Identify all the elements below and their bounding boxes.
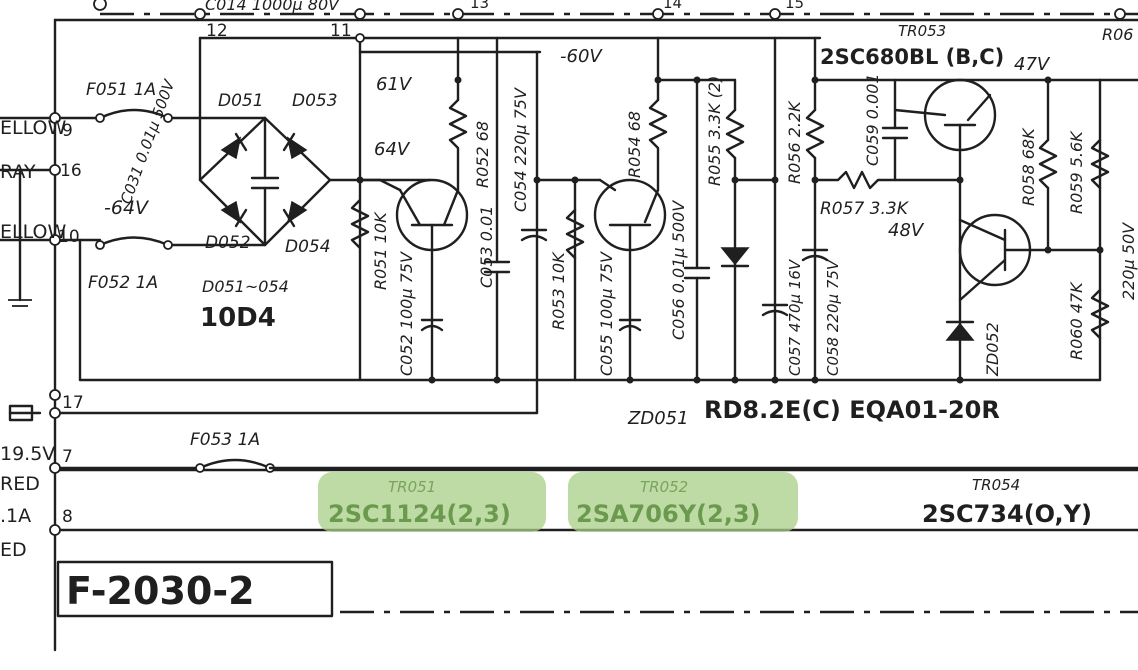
voltage-neg60v-label: -60V xyxy=(560,46,603,67)
tr052-highlight: TR052 2SA706Y(2,3) xyxy=(568,472,798,532)
resistor-r06x-label: R06 68 xyxy=(1102,25,1138,44)
zener-zd052-label: ZD052 xyxy=(983,322,1002,377)
transistor-tr051-part: 2SC1124(2,3) xyxy=(328,500,511,528)
diode-d054-label: D054 xyxy=(285,237,331,257)
node-15: 15 xyxy=(785,0,804,12)
tr051-highlight-box xyxy=(318,472,546,532)
node-13: 13 xyxy=(470,0,489,12)
resistor-r055-label: R055 3.3K (2) xyxy=(705,76,724,186)
tr052-highlight-box xyxy=(568,472,798,532)
capacitor-c055-label: C055 100μ 75V xyxy=(597,251,616,376)
zener-part-numbers: RD8.2E(C) EQA01-20R xyxy=(704,396,1000,424)
transistor-tr052-label: TR052 xyxy=(640,478,688,496)
capacitor-c057-label: C057 470μ 16V xyxy=(786,258,804,376)
resistor-r053-label: R053 10K xyxy=(549,251,568,330)
pin-7: 7 xyxy=(62,447,73,467)
capacitor-c054-label: C054 220μ 75V xyxy=(511,87,530,212)
wire-current: .1A xyxy=(0,505,31,527)
zener-zd051-label: ZD051 xyxy=(627,408,689,429)
capacitor-c058-label: C058 220μ 75V xyxy=(824,258,842,376)
capacitor-c052-label: C052 100μ 75V xyxy=(397,251,416,376)
pin-17: 17 xyxy=(62,393,84,413)
c014-label: C014 1000μ 80V xyxy=(205,0,340,14)
drawing-code: F-2030-2 xyxy=(66,569,255,613)
transistor-tr053-label: TR053 xyxy=(898,22,946,40)
diode-d052-label: D052 xyxy=(205,233,251,253)
resistor-r060-label: R060 47K xyxy=(1067,281,1086,360)
wire-color-yellow-bottom: ELLOW xyxy=(0,221,66,243)
capacitor-c059-label: C059 0.001 xyxy=(863,73,882,166)
diode-range-label: D051~054 xyxy=(202,277,289,296)
diode-part-label: 10D4 xyxy=(200,303,276,333)
resistor-r052-label: R052 68 xyxy=(473,121,492,188)
capacitor-c053-label: C053 0.01 xyxy=(477,206,496,288)
resistor-r054-label: R054 68 xyxy=(625,111,644,178)
resistor-r058-label: R058 68K xyxy=(1019,127,1038,206)
fuse-f052-label: F052 1A xyxy=(88,273,158,293)
voltage-48v-label: 48V xyxy=(888,220,925,241)
wire-red-bottom: ED xyxy=(0,539,27,561)
voltage-64v-label: 64V xyxy=(374,139,411,160)
voltage-neg64-label: -64V xyxy=(104,197,150,219)
tr051-highlight: TR051 2SC1124(2,3) xyxy=(318,472,546,532)
capacitor-c056-label: C056 0.01μ 500V xyxy=(669,200,688,340)
transistor-tr054-label: TR054 xyxy=(972,476,1020,494)
voltage-61v-label: 61V xyxy=(376,74,413,95)
voltage-47v-label: 47V xyxy=(1014,54,1051,75)
pin-8: 8 xyxy=(62,507,73,527)
transistor-tr052-part: 2SA706Y(2,3) xyxy=(576,500,761,528)
diode-d053-label: D053 xyxy=(292,91,338,111)
pin-16: 16 xyxy=(60,161,82,181)
wire-red-top: RED xyxy=(0,473,40,495)
resistor-r059-label: R059 5.6K xyxy=(1067,130,1086,214)
capacitor-right-label: 220μ 50V xyxy=(1119,222,1138,300)
diode-d051-label: D051 xyxy=(218,91,264,111)
wire-color-gray: RAY xyxy=(0,161,36,183)
resistor-r051-label: R051 10K xyxy=(371,211,390,290)
fuse-f053-label: F053 1A xyxy=(190,430,260,450)
transistor-tr053-part: 2SC680BL (B,C) xyxy=(820,45,1004,69)
wire-color-yellow-top: ELLOW xyxy=(0,117,66,139)
pin-10: 10 xyxy=(58,227,80,247)
node-12: 12 xyxy=(206,21,228,41)
resistor-r057-label: R057 3.3K xyxy=(820,199,910,219)
pin-9: 9 xyxy=(62,121,73,141)
title-block-frame xyxy=(56,560,334,618)
transistor-tr054-part: 2SC734(O,Y) xyxy=(922,500,1092,528)
node-14: 14 xyxy=(663,0,682,12)
node-11: 11 xyxy=(330,21,352,41)
fuse-f051-label: F051 1A xyxy=(86,80,156,100)
wiring xyxy=(0,0,1138,652)
transistor-tr051-label: TR051 xyxy=(388,478,436,496)
voltage-19-5v: 19.5V xyxy=(0,443,55,465)
resistor-r056-label: R056 2.2K xyxy=(785,100,804,184)
